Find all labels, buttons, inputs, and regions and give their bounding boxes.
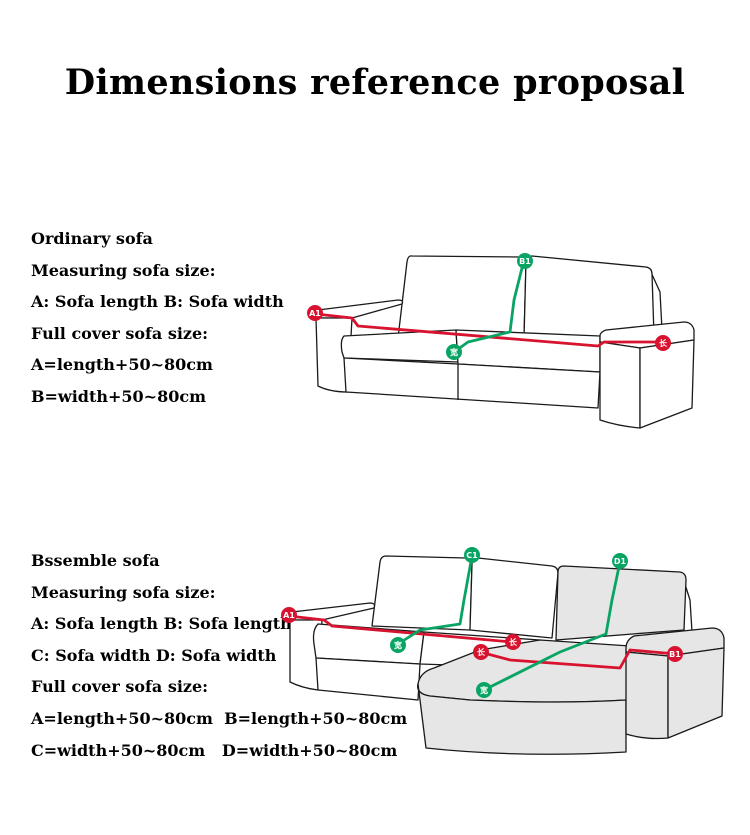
assemble-marker-kuan-2: 宽 xyxy=(476,682,492,698)
assemble-marker-c1: C1 xyxy=(464,547,480,563)
assemble-heading: Bssemble sofa xyxy=(31,551,160,570)
ordinary-length-line xyxy=(314,312,666,348)
assemble-right-arm-front xyxy=(625,651,669,740)
svg-text:长: 长 xyxy=(659,338,668,348)
svg-text:D1: D1 xyxy=(614,557,627,566)
svg-text:宽: 宽 xyxy=(479,685,488,695)
assemble-b-length-line xyxy=(478,648,678,670)
assemble-ab-definition: A: Sofa length B: Sofa length xyxy=(31,614,292,634)
svg-text:宽: 宽 xyxy=(449,347,458,357)
ordinary-marker-a1: A1 xyxy=(307,305,323,321)
assemble-sofa-instructions: Bssemble sofa Measuring sofa size: A: So… xyxy=(31,545,407,766)
assemble-full-cover-label: Full cover sofa size: xyxy=(31,677,209,697)
assemble-ab-formula: A=length+50~80cm B=length+50~80cm xyxy=(31,708,408,728)
assemble-chaise-back xyxy=(555,565,687,641)
assemble-seat-front xyxy=(315,657,421,701)
ordinary-measuring-label: Measuring sofa size: xyxy=(31,260,216,280)
assemble-marker-chang-2: 长 xyxy=(473,644,489,660)
assemble-marker-a1: A1 xyxy=(281,607,297,623)
assemble-cd-formula: C=width+50~80cm D=width+50~80cm xyxy=(31,740,398,760)
ordinary-right-arm-side xyxy=(639,339,695,429)
assemble-marker-chang-1: 长 xyxy=(505,634,521,650)
assemble-back-cushion-middle xyxy=(469,557,559,639)
assemble-cd-definition: C: Sofa width D: Sofa width xyxy=(31,645,277,665)
assemble-marker-b1: B1 xyxy=(667,646,683,662)
svg-text:A1: A1 xyxy=(309,309,321,318)
assemble-right-arm-top xyxy=(625,627,725,657)
ordinary-heading: Ordinary sofa xyxy=(31,229,153,248)
ordinary-full-cover-label: Full cover sofa size: xyxy=(31,323,209,343)
ordinary-right-arm-front xyxy=(599,341,641,429)
ordinary-seat-cushion-left xyxy=(340,329,459,363)
svg-text:B1: B1 xyxy=(669,650,681,659)
assemble-a-length-line xyxy=(287,614,514,644)
svg-text:长: 长 xyxy=(509,637,518,647)
assemble-measure-lines xyxy=(287,554,678,692)
assemble-marker-kuan-1: 宽 xyxy=(390,637,406,653)
ordinary-ab-definition: A: Sofa length B: Sofa width xyxy=(31,292,284,312)
ordinary-seat-front xyxy=(343,357,601,409)
page-title: Dimensions reference proposal xyxy=(64,62,686,103)
ordinary-back-cushion-right xyxy=(523,255,655,339)
ordinary-a-formula: A=length+50~80cm xyxy=(31,355,213,375)
ordinary-width-line xyxy=(452,258,526,354)
assemble-back-cushion-left xyxy=(371,555,473,631)
assemble-sofa-drawing xyxy=(288,555,725,755)
ordinary-measure-lines xyxy=(314,258,666,354)
ordinary-sofa-instructions: Ordinary sofa Measuring sofa size: A: So… xyxy=(31,223,284,413)
svg-text:A1: A1 xyxy=(283,611,295,620)
assemble-d-width-line xyxy=(482,560,622,692)
assemble-right-arm-side xyxy=(667,647,725,739)
ordinary-marker-b1: B1 xyxy=(517,253,533,269)
assemble-chaise-front xyxy=(417,683,627,755)
assemble-c-width-line xyxy=(396,554,474,646)
svg-text:B1: B1 xyxy=(519,257,531,266)
ordinary-b-formula: B=width+50~80cm xyxy=(31,386,207,406)
svg-text:C1: C1 xyxy=(466,551,478,560)
ordinary-back-cushion-left xyxy=(397,255,527,339)
assemble-marker-d1: D1 xyxy=(612,553,628,569)
ordinary-marker-chang: 长 xyxy=(655,335,671,351)
svg-text:宽: 宽 xyxy=(393,640,402,650)
svg-text:长: 长 xyxy=(477,647,486,657)
ordinary-marker-kuan: 宽 xyxy=(446,344,462,360)
assemble-measuring-label: Measuring sofa size: xyxy=(31,582,216,602)
